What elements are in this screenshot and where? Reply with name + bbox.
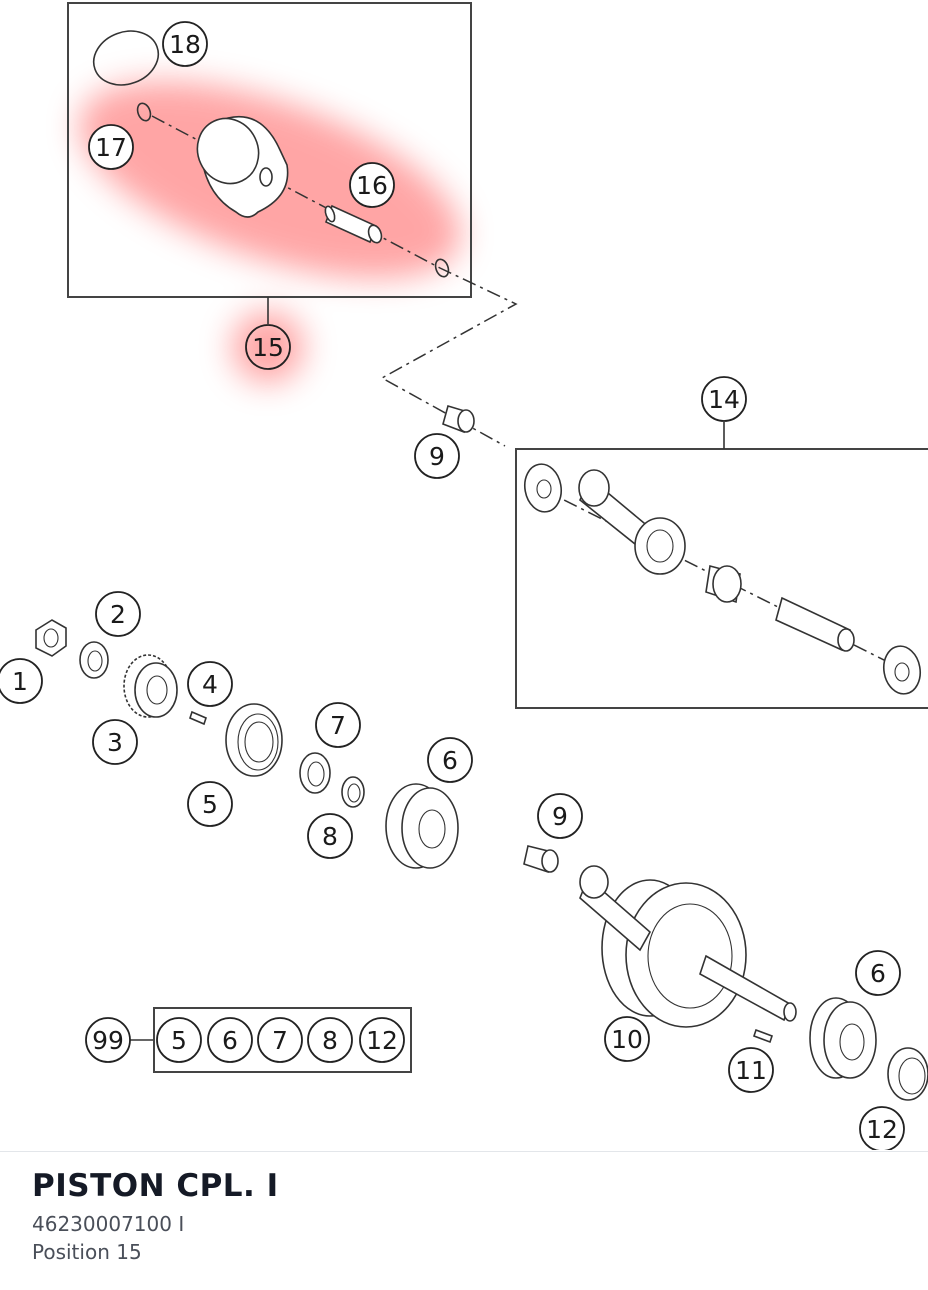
callout-9-top[interactable]: 9 (414, 433, 460, 479)
callout-12-label: 12 (866, 1115, 898, 1144)
piston-kit-box (67, 2, 472, 298)
callout-8-label: 8 (322, 822, 338, 851)
callout-8[interactable]: 8 (307, 813, 353, 859)
callout-9-lower[interactable]: 9 (537, 793, 583, 839)
callout-17-label: 17 (95, 133, 127, 162)
callout-2-label: 2 (110, 600, 126, 629)
callout-11-label: 11 (735, 1056, 767, 1085)
crankshaft[interactable] (579, 865, 797, 1028)
callout-14[interactable]: 14 (701, 376, 747, 422)
washer[interactable] (79, 641, 109, 679)
callout-9-top-label: 9 (429, 442, 445, 471)
callout-15-label: 15 (252, 333, 284, 362)
callout-99-label: 99 (92, 1026, 124, 1055)
shaft-seal[interactable] (225, 703, 283, 777)
callout-3-label: 3 (107, 728, 123, 757)
main-bearing-left[interactable] (385, 783, 459, 869)
callout-16-label: 16 (356, 171, 388, 200)
highlight-callout-15 (232, 311, 304, 383)
callout-1[interactable]: 1 (0, 658, 43, 704)
crank-pin[interactable] (775, 596, 855, 652)
needle-bearing-lower[interactable] (523, 845, 559, 874)
callout-3[interactable]: 3 (92, 719, 138, 765)
kit-item-7[interactable]: 7 (257, 1017, 303, 1063)
kit-item-12-label: 12 (366, 1026, 398, 1055)
callout-1-label: 1 (12, 667, 28, 696)
kit-item-5[interactable]: 5 (156, 1017, 202, 1063)
info-divider (0, 1151, 928, 1152)
kit-item-8-label: 8 (322, 1026, 338, 1055)
callout-6-right-label: 6 (870, 959, 886, 988)
part-position: Position 15 (32, 1240, 142, 1264)
piston[interactable] (187, 108, 289, 218)
main-bearing-right[interactable] (809, 997, 877, 1079)
callout-10-label: 10 (611, 1025, 643, 1054)
callout-2[interactable]: 2 (95, 591, 141, 637)
kit-item-5-label: 5 (171, 1026, 187, 1055)
callout-7-label: 7 (330, 711, 346, 740)
connecting-rod-bearing[interactable] (705, 564, 742, 604)
shaft-seal-right[interactable] (887, 1047, 928, 1101)
o-ring[interactable] (341, 776, 365, 808)
callout-6-left-label: 6 (442, 746, 458, 775)
crankshaft-key[interactable] (752, 1028, 774, 1044)
exploded-parts-diagram[interactable]: 18 17 16 15 14 9 2 1 4 3 7 6 5 8 9 6 10 … (0, 0, 928, 1150)
hex-nut[interactable] (35, 619, 67, 657)
kit-item-8[interactable]: 8 (307, 1017, 353, 1063)
callout-17[interactable]: 17 (88, 124, 134, 170)
callout-10[interactable]: 10 (604, 1016, 650, 1062)
callout-4[interactable]: 4 (187, 661, 233, 707)
callout-6-left[interactable]: 6 (427, 737, 473, 783)
part-info-panel: PISTON CPL. I 46230007100 I Position 15 (32, 1168, 279, 1264)
connecting-rod-kit-box (515, 448, 928, 709)
thrust-washer-left[interactable] (521, 461, 565, 515)
piston-pin[interactable] (324, 204, 384, 244)
callout-16[interactable]: 16 (349, 162, 395, 208)
callout-5[interactable]: 5 (187, 781, 233, 827)
connecting-rod[interactable] (578, 469, 686, 575)
kit-99-box (153, 1007, 412, 1073)
kit-item-6[interactable]: 6 (207, 1017, 253, 1063)
callout-6-right[interactable]: 6 (855, 950, 901, 996)
callout-11[interactable]: 11 (728, 1047, 774, 1093)
primary-gear[interactable] (123, 654, 178, 718)
piston-pin-clip-right[interactable] (433, 257, 450, 278)
callout-14-label: 14 (708, 385, 740, 414)
callout-18-label: 18 (169, 30, 201, 59)
callout-99[interactable]: 99 (85, 1017, 131, 1063)
piston-ring[interactable] (86, 22, 166, 93)
spacer-washer[interactable] (299, 752, 331, 794)
needle-bearing-top[interactable] (442, 404, 475, 434)
callout-15[interactable]: 15 (245, 324, 291, 370)
selection-highlight (79, 81, 461, 383)
kit-item-6-label: 6 (222, 1026, 238, 1055)
part-name: PISTON CPL. I (32, 1168, 279, 1204)
callout-12[interactable]: 12 (859, 1106, 905, 1150)
callout-5-label: 5 (202, 790, 218, 819)
piston-pin-clip[interactable] (135, 101, 152, 122)
woodruff-key[interactable] (189, 710, 207, 726)
callout-4-label: 4 (202, 670, 218, 699)
thrust-washer-right[interactable] (880, 643, 924, 697)
callout-7[interactable]: 7 (315, 702, 361, 748)
part-number: 46230007100 I (32, 1212, 185, 1236)
callout-9-lower-label: 9 (552, 802, 568, 831)
callout-18[interactable]: 18 (162, 21, 208, 67)
kit-item-7-label: 7 (272, 1026, 288, 1055)
kit-item-12[interactable]: 12 (359, 1017, 405, 1063)
